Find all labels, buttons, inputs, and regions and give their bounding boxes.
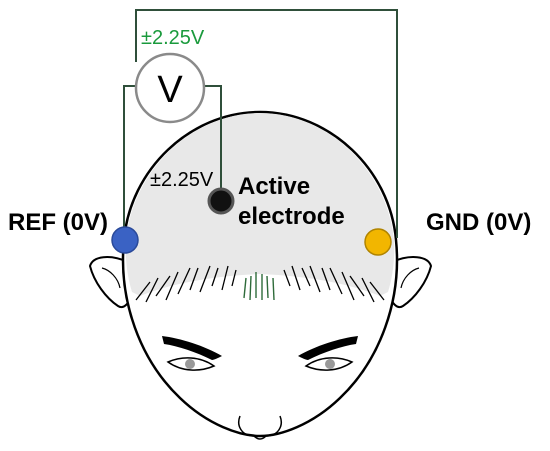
- left-eye: [166, 357, 216, 371]
- right-eyebrow: [298, 336, 358, 360]
- ref-wire: [123, 85, 136, 238]
- hairline: [135, 265, 385, 303]
- voltmeter: V: [134, 52, 206, 124]
- active-electrode-label-line1: Active: [238, 173, 310, 200]
- nose: [238, 415, 282, 440]
- active-electrode-label-line2: electrode: [238, 203, 345, 230]
- gnd-electrode: [364, 228, 392, 256]
- voltmeter-circle: [134, 52, 206, 124]
- ref-electrode-label: REF (0V): [8, 209, 108, 236]
- voltmeter-symbol: V: [157, 69, 183, 111]
- active-wire: [204, 85, 222, 198]
- right-eye: [304, 357, 354, 371]
- voltmeter-reading: ±2.25V: [141, 27, 205, 49]
- active-electrode-potential: ±2.25V: [150, 169, 214, 191]
- active-electrode: [207, 187, 235, 215]
- gnd-electrode-label: GND (0V): [426, 209, 531, 236]
- gnd-wire: [135, 9, 398, 238]
- hairline-center: [243, 272, 275, 301]
- wires: [123, 9, 398, 238]
- scalp-region: [125, 113, 395, 296]
- left-eyebrow: [162, 336, 222, 360]
- ref-electrode: [111, 226, 139, 254]
